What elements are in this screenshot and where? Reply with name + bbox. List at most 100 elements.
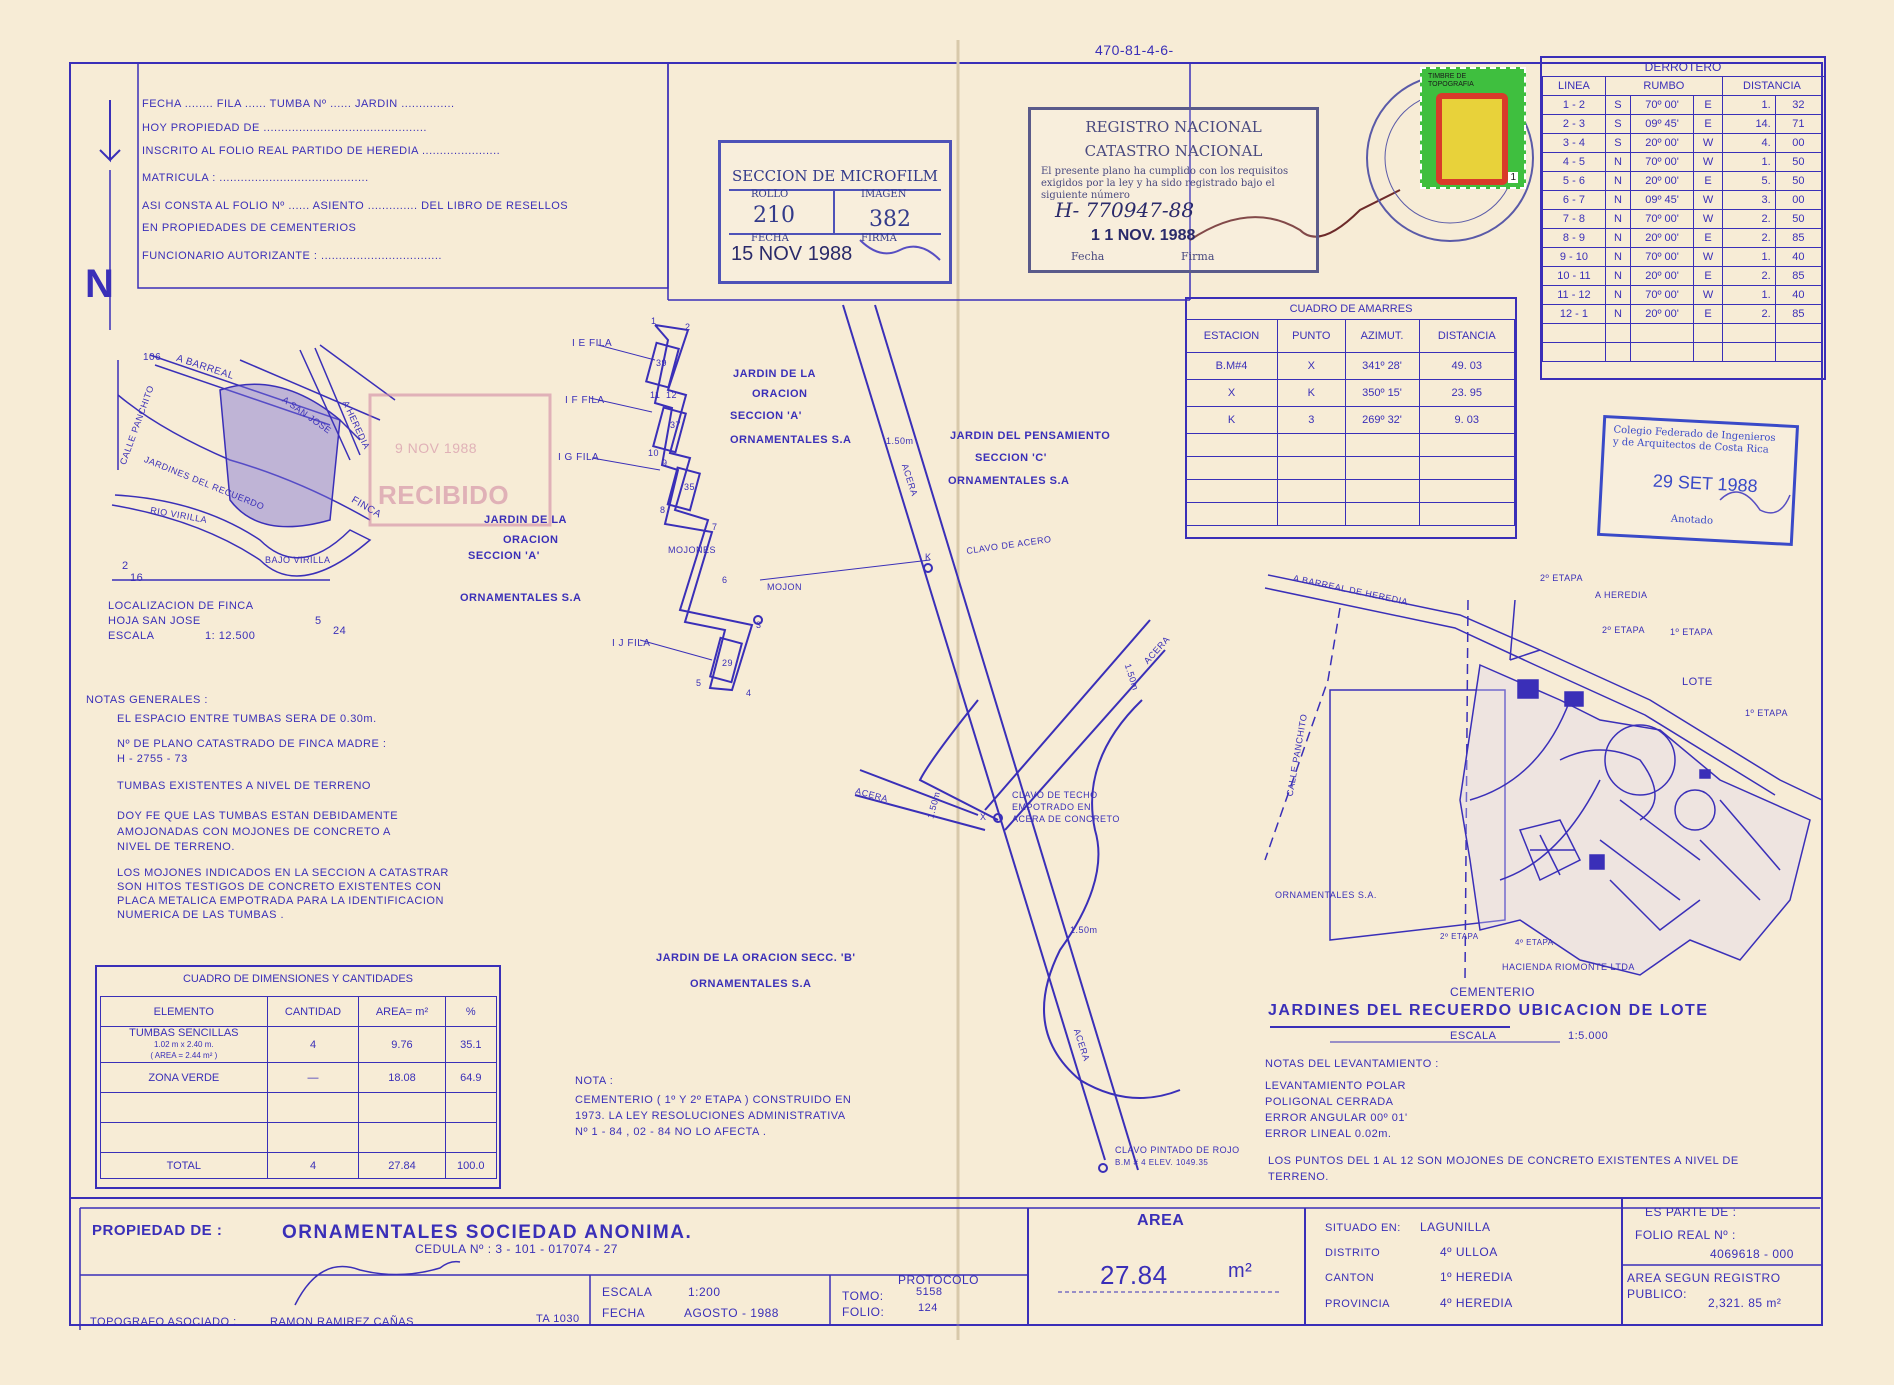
nota-4c: NIVEL DE TERRENO. <box>117 841 235 853</box>
derrotero-cell: 2. <box>1721 228 1776 248</box>
derrotero-cell: 32 <box>1774 95 1823 115</box>
derrotero-cell: 20º 00' <box>1629 304 1695 324</box>
cedula: CEDULA Nº : 3 - 101 - 017074 - 27 <box>415 1242 618 1256</box>
point-5: 5 <box>696 678 702 688</box>
derrotero-cell: W <box>1693 190 1723 210</box>
canton-label: CANTON <box>1325 1272 1375 1284</box>
loc-n5: 5 <box>315 615 322 627</box>
derrotero-cell: N <box>1604 285 1631 305</box>
nota-2a: Nº DE PLANO CATASTRADO DE FINCA MADRE : <box>117 738 387 750</box>
dim-row1-area: 9.76 <box>358 1026 446 1063</box>
dimensiones-frame: CUADRO DE DIMENSIONES Y CANTIDADES <box>95 965 501 1189</box>
nota-l1: CEMENTERIO ( 1º Y 2º ETAPA ) CONSTRUIDO … <box>575 1094 852 1106</box>
north-label: N <box>85 262 115 306</box>
derrotero-cell: 4. <box>1721 133 1776 153</box>
derrotero-cell: 20º 00' <box>1629 228 1695 248</box>
nota-3: TUMBAS EXISTENTES A NIVEL DE TERRENO <box>117 780 371 792</box>
reference-number: 470-81-4-6- <box>1095 42 1174 58</box>
amarres-cell: 49. 03 <box>1418 352 1515 380</box>
nota-5b: SON HITOS TESTIGOS DE CONCRETO EXISTENTE… <box>117 881 442 893</box>
form-line-1: FECHA ........ FILA ...... TUMBA Nº ....… <box>142 98 455 110</box>
fila-if: I F FILA <box>565 395 605 406</box>
timbre-logo-icon <box>1436 93 1508 185</box>
protocolo-label: PROTOCOLO <box>898 1273 979 1287</box>
colegio-footer: Anotado <box>1670 513 1714 527</box>
point-2: 2 <box>685 322 691 332</box>
firma-label: FIRMA <box>861 233 897 244</box>
dim-total-cantidad: 4 <box>266 1152 360 1179</box>
derrotero-cell: 3. <box>1721 190 1776 210</box>
form-line-4: MATRICULA : ............................… <box>142 172 369 184</box>
jardin-oracion-b-2: ORNAMENTALES S.A <box>690 978 812 990</box>
distrito-label: DISTRITO <box>1325 1247 1381 1259</box>
tomb-29: 29 <box>722 658 734 668</box>
clavo-techo-2: EMPOTRADO EN <box>1012 802 1092 812</box>
amarres-cell: X <box>1277 352 1346 380</box>
point-9: 9 <box>662 458 668 468</box>
derrotero-cell: 5 - 6 <box>1542 171 1606 191</box>
registro-firma-label: Firma <box>1181 250 1215 263</box>
mojon-label: MOJON <box>767 582 802 592</box>
folio-real-label: FOLIO REAL Nº : <box>1635 1228 1736 1242</box>
jardin-pensamiento-3: ORNAMENTALES S.A <box>948 475 1070 487</box>
provincia-label: PROVINCIA <box>1325 1298 1391 1310</box>
topografo-label: TOPOGRAFO ASOCIADO : <box>90 1316 237 1328</box>
point-3: 3 <box>756 620 762 630</box>
cem-etapa1-right: 1º ETAPA <box>1745 708 1788 718</box>
derrotero-cell: 70º 00' <box>1629 247 1695 267</box>
derrotero-cell: 50 <box>1774 171 1823 191</box>
area-label: AREA <box>1137 1212 1185 1229</box>
jardin-oracion-a-left-4: ORNAMENTALES S.A <box>460 592 582 604</box>
timbre-value: 1 <box>1508 172 1518 183</box>
derrotero-cell: 00 <box>1774 190 1823 210</box>
registro-nacional-stamp: REGISTRO NACIONAL CATASTRO NACIONAL El p… <box>1028 107 1319 273</box>
dim-total-area: 27.84 <box>358 1152 446 1179</box>
point-7: 7 <box>712 522 718 532</box>
registro-fecha-label: Fecha <box>1071 250 1105 263</box>
amarres-cell: 9. 03 <box>1418 406 1515 434</box>
derrotero-cell: 11 - 12 <box>1542 285 1606 305</box>
propiedad-label: PROPIEDAD DE : <box>92 1222 223 1239</box>
cem-ornamentales: ORNAMENTALES S.A. <box>1275 890 1377 900</box>
nota-5a: LOS MOJONES INDICADOS EN LA SECCION A CA… <box>117 867 449 879</box>
jardin-pensamiento-2: SECCION 'C' <box>975 452 1047 464</box>
loc-n16: 16 <box>130 572 144 584</box>
fecha-label: FECHA <box>751 233 789 244</box>
derrotero-cell: S <box>1604 133 1631 153</box>
derrotero-cell: S <box>1604 114 1631 134</box>
form-line-6: EN PROPIEDADES DE CEMENTERIOS <box>142 222 357 234</box>
nota-1: EL ESPACIO ENTRE TUMBAS SERA DE 0.30m. <box>117 713 377 725</box>
lev-l2: POLIGONAL CERRADA <box>1265 1096 1394 1108</box>
imagen-label: IMAGEN <box>861 189 907 200</box>
loc-scale: 1: 12.500 <box>205 630 256 642</box>
derrotero-cell: E <box>1693 228 1723 248</box>
timbre-label: TIMBRE DE TOPOGRAFIA <box>1428 73 1474 88</box>
point-k: K <box>925 552 932 562</box>
folio-value: 124 <box>918 1302 938 1314</box>
dim-row2-pct: 64.9 <box>444 1062 498 1093</box>
cem-hacienda: HACIENDA RIOMONTE LTDA <box>1502 962 1635 972</box>
cem-etapa4: 4º ETAPA <box>1515 938 1554 947</box>
notas-title: NOTAS GENERALES : <box>86 694 208 706</box>
tomb-35: 35 <box>684 482 696 492</box>
point-10: 10 <box>648 448 660 458</box>
acera-width-4: 1.50m <box>1070 925 1098 935</box>
derrotero-cell: 70º 00' <box>1629 152 1695 172</box>
derrotero-cell: 09º 45' <box>1629 190 1695 210</box>
cem-etapa2-top: 2º ETAPA <box>1540 573 1583 583</box>
derrotero-cell: 12 - 1 <box>1542 304 1606 324</box>
derrotero-cell: N <box>1604 266 1631 286</box>
derrotero-cell: 1. <box>1721 247 1776 267</box>
derrotero-cell: 4 - 5 <box>1542 152 1606 172</box>
dim-row1-pct: 35.1 <box>444 1026 498 1063</box>
microfilm-title: SECCION DE MICROFILM <box>731 167 939 185</box>
derrotero-cell: 00 <box>1774 133 1823 153</box>
area-registro-value: 2,321. 85 m² <box>1708 1296 1782 1310</box>
